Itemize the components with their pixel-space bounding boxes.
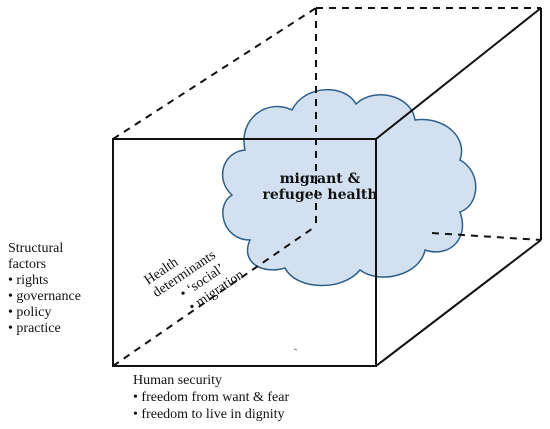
structural-title-1: Structural [8, 241, 63, 256]
bottom-left-back-edge [112, 225, 317, 367]
box-hidden-edges [112, 7, 542, 367]
human-security-item: • freedom from want & fear [133, 390, 289, 405]
human-security-title: Human security [133, 373, 222, 388]
structural-item: • policy [8, 305, 51, 320]
structural-item: • governance [8, 289, 81, 304]
top-right-edge [375, 7, 542, 140]
human-security-label: Human security • freedom from want & fea… [133, 373, 289, 422]
front-face [112, 138, 377, 367]
structural-title-2: factors [8, 257, 46, 272]
structural-factors-label: Structural factors • rights • governance… [8, 241, 81, 336]
small-mark [293, 348, 298, 351]
bottom-right-edge [375, 239, 542, 367]
health-determinants-label: Health determinants • ‘social’ • migrati… [142, 248, 247, 315]
cloud-label-line2: refugee health [262, 187, 377, 203]
human-security-item: • freedom to live in dignity [133, 407, 284, 422]
bottom-back-edge [431, 232, 542, 241]
structural-item: • practice [8, 321, 61, 336]
cloud-label-line1: migrant & [280, 171, 361, 187]
box-visible-edges [112, 7, 542, 367]
top-left-back-edge [112, 7, 317, 140]
structural-item: • rights [8, 273, 48, 288]
